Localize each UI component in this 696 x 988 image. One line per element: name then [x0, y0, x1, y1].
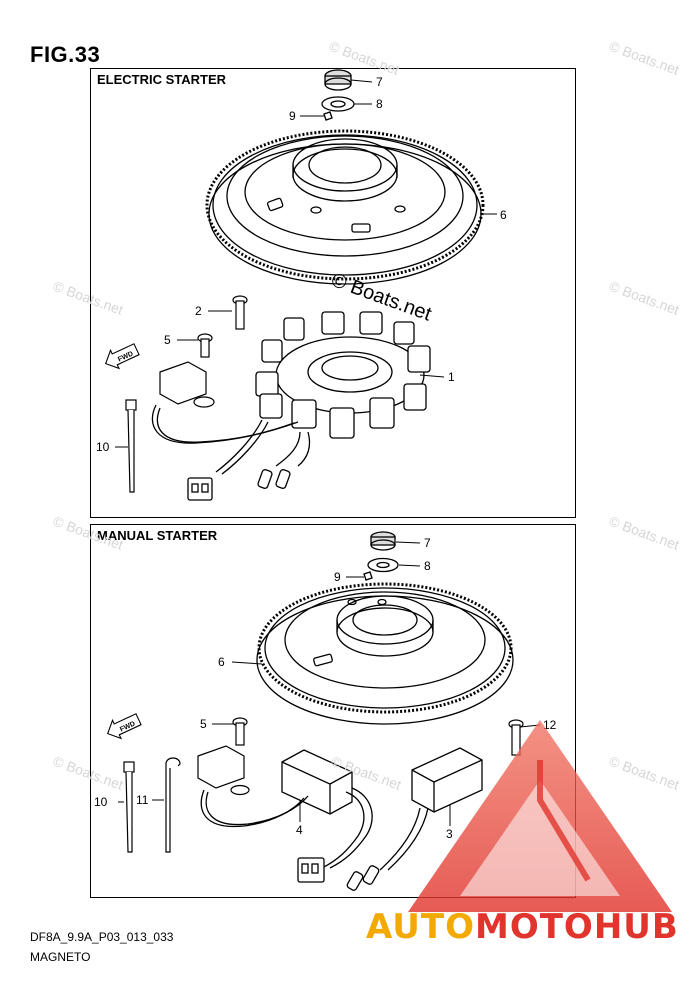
electric-callout-1: 1	[448, 370, 455, 384]
manual-pulser-coil	[197, 717, 250, 796]
automotohub-logo: AUTOMOTOHUB	[366, 720, 679, 947]
electric-bolt-2	[232, 295, 248, 330]
manual-fwd-arrow: FWD	[106, 713, 142, 740]
manual-callout-8: 8	[424, 559, 431, 573]
manual-starter-label: MANUAL STARTER	[97, 528, 218, 543]
manual-flywheel	[256, 582, 514, 725]
electric-cable-tie	[125, 399, 137, 493]
manual-wiring	[200, 787, 429, 891]
watermark: © Boats.net	[607, 513, 682, 553]
manual-callout-9: 9	[334, 570, 341, 584]
electric-wiring	[151, 404, 311, 501]
electric-fwd-arrow: FWD	[104, 343, 140, 370]
watermark: © Boats.net	[607, 278, 682, 318]
brand-wordmark: AUTOMOTOHUB	[366, 907, 679, 947]
watermark: © Boats.net	[51, 513, 126, 553]
manual-callout-6: 6	[218, 655, 225, 669]
manual-coil-4	[281, 749, 353, 815]
watermark: © Boats.net	[51, 753, 126, 793]
manual-callout-11: 11	[136, 793, 149, 807]
manual-callout-3: 3	[446, 827, 453, 841]
manual-callout-7: 7	[424, 536, 431, 550]
manual-callout-4: 4	[296, 823, 303, 837]
electric-starter-label: ELECTRIC STARTER	[97, 72, 227, 87]
figure-title: FIG.33	[30, 42, 101, 67]
watermark: © Boats.net	[51, 278, 126, 318]
electric-callout-10: 10	[96, 440, 110, 454]
electric-callout-2: 2	[195, 304, 202, 318]
figure-code: DF8A_9.9A_P03_013_033	[30, 930, 174, 944]
figure-name: MAGNETO	[30, 950, 91, 964]
electric-callout-6: 6	[500, 208, 507, 222]
watermark: © Boats.net	[607, 38, 682, 78]
manual-callout-5: 5	[200, 717, 207, 731]
electric-flywheel	[205, 129, 485, 285]
manual-nut-washer	[363, 531, 399, 581]
electric-leader-lines	[115, 79, 497, 448]
watermark: © Boats.net	[607, 753, 682, 793]
electric-callout-7: 7	[376, 75, 383, 89]
electric-callout-8: 8	[376, 97, 383, 111]
electric-stator	[255, 311, 431, 439]
electric-callout-9: 9	[289, 109, 296, 123]
manual-cable-ties	[123, 757, 181, 853]
electric-pulser-coil	[159, 333, 215, 408]
electric-starter-panel: ELECTRIC STARTER	[90, 68, 576, 518]
manual-coil-3	[411, 747, 483, 813]
electric-callout-5: 5	[164, 333, 171, 347]
electric-nut-washer	[321, 69, 355, 121]
manual-callout-10: 10	[94, 795, 108, 809]
manual-callout-12: 12	[543, 718, 557, 732]
